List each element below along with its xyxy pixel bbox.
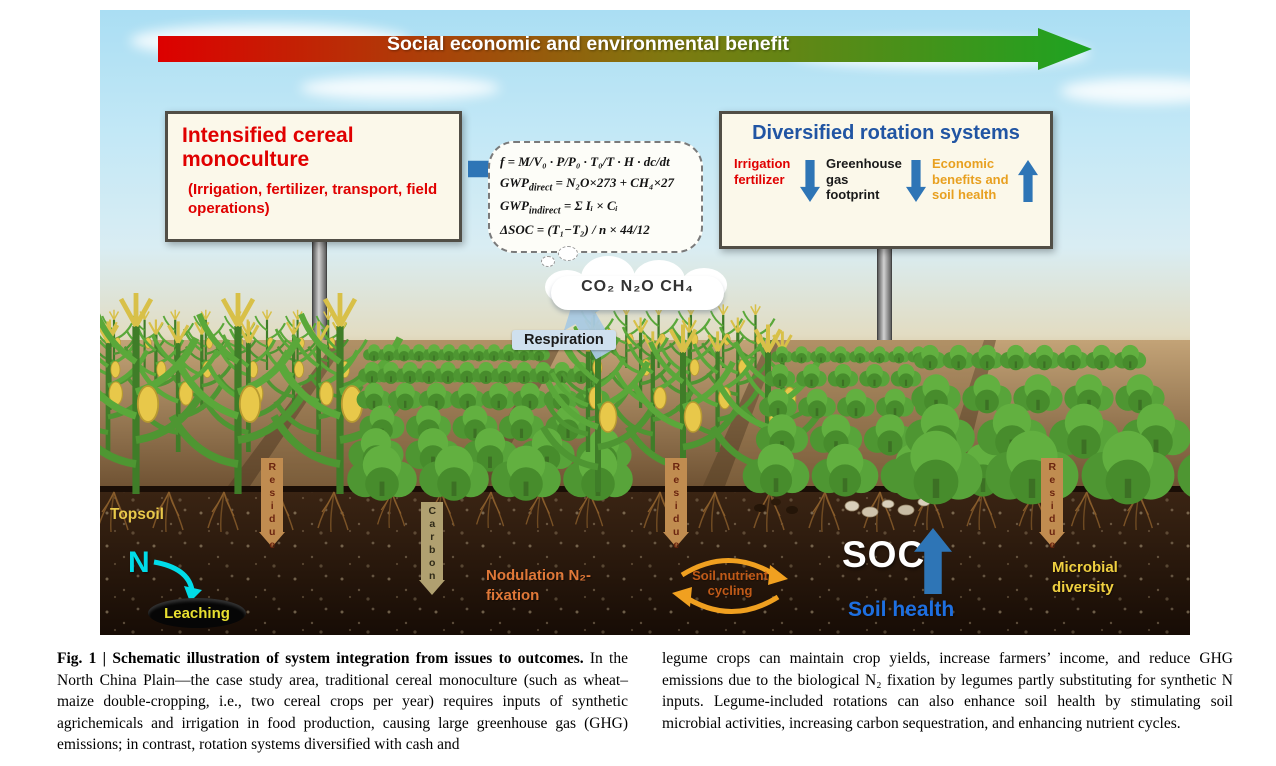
- arrow-head: [259, 532, 285, 547]
- right-sign-items: Irrigation fertilizer Greenhouse gas foo…: [732, 156, 1040, 203]
- formula-f: f = M/V₀ · P/P₀ · T₀/T · H · dc/dt: [500, 154, 670, 169]
- diversified-rotation-sign: Diversified rotation systems Irrigation …: [719, 111, 1053, 249]
- tubers: [754, 497, 931, 518]
- benefit-banner-label: Social economic and environmental benefi…: [386, 33, 789, 55]
- item-label: Irrigation fertilizer: [734, 156, 791, 187]
- caption-left-text: In the North China Plain—the case study …: [57, 650, 628, 754]
- formula-delta-soc: ΔSOC = (T₁−T₂) / n × 44/12: [500, 221, 650, 237]
- figure-illustration: Social economic and environmental benefi…: [100, 10, 1190, 635]
- caption-left-column: Fig. 1 | Schematic illustration of syste…: [57, 648, 628, 756]
- nutrient-cycling-group: Soil nutrient cycling: [666, 543, 794, 629]
- nutrient-cycling-label: Soil nutrient cycling: [692, 568, 768, 598]
- formula-gwp-direct: GWPdirect = N₂O×273 + CH₄×27: [500, 173, 691, 197]
- residue-label: Residue: [670, 461, 683, 552]
- arrow-head: [663, 532, 689, 547]
- carbon-arrow: Carbon: [419, 502, 445, 595]
- soil-health-label: Soil health: [848, 598, 955, 621]
- formula-gwp-indirect: GWPindirect = Σ Iᵢ × Cᵢ: [500, 196, 691, 220]
- thought-puff: [558, 246, 578, 261]
- residue-arrow-shaft: Residue: [1041, 458, 1063, 552]
- item-irrigation-fertilizer: Irrigation fertilizer: [734, 156, 820, 203]
- residue-arrow: Residue: [259, 458, 285, 552]
- cloud-body: [551, 276, 724, 310]
- decrease-arrow-icon: [906, 160, 926, 202]
- residue-label: Residue: [266, 461, 279, 552]
- caption-lead: Fig. 1 | Schematic illustration of syste…: [57, 650, 584, 667]
- caption-right-column: legume crops can maintain crop yields, i…: [662, 648, 1233, 756]
- decrease-arrow-icon: [800, 160, 820, 202]
- carbon-label: Carbon: [426, 505, 439, 583]
- item-label: Greenhouse gas footprint: [826, 156, 902, 203]
- formula-subscript: indirect: [528, 205, 561, 217]
- leaching-arrow-icon: [153, 559, 202, 602]
- ghg-formula-bubble: f = M/V₀ · P/P₀ · T₀/T · H · dc/dt GWPdi…: [488, 141, 703, 253]
- item-label: Economic benefits and soil health: [932, 156, 1009, 203]
- residue-arrow-shaft: Residue: [261, 458, 283, 552]
- formula-text: GWP: [500, 198, 529, 214]
- nitrogen-symbol: N: [128, 546, 150, 579]
- left-sign-subtitle: (Irrigation, fertilizer, transport, fiel…: [188, 181, 438, 218]
- soil-surface-line: [100, 486, 1190, 496]
- nodulation-label: Nodulation N₂-fixation: [486, 567, 591, 604]
- formula-text: GWP: [500, 174, 529, 190]
- benefit-banner-arrow: [158, 28, 1092, 70]
- thought-puff: [541, 256, 555, 267]
- left-sign-title: Intensified cereal monoculture: [182, 124, 354, 172]
- respiration-label: Respiration: [512, 330, 616, 350]
- arrow-head: [1039, 532, 1065, 547]
- figure-caption: Fig. 1 | Schematic illustration of syste…: [57, 648, 1233, 756]
- item-economic-soil-health: Economic benefits and soil health: [932, 156, 1038, 203]
- formula-text: = Σ Iᵢ × Cᵢ: [560, 198, 618, 214]
- leaching-label: Leaching: [164, 604, 230, 622]
- sky-cloud: [1060, 78, 1190, 104]
- cycling-arrows-icon: [672, 558, 788, 614]
- formula-text: = N₂O×273 + CH₄×27: [552, 174, 674, 190]
- right-sign-title: Diversified rotation systems: [752, 122, 1020, 144]
- carbon-arrow-shaft: Carbon: [421, 502, 443, 583]
- intensified-monoculture-sign: Intensified cereal monoculture (Irrigati…: [165, 111, 462, 242]
- leaching-disc: Leaching: [148, 598, 246, 628]
- residue-arrow-shaft: Residue: [665, 458, 687, 552]
- residue-arrow: Residue: [663, 458, 689, 552]
- residue-arrow: Residue: [1039, 458, 1065, 552]
- sky-cloud: [300, 76, 500, 100]
- topsoil-label: Topsoil: [110, 506, 164, 523]
- soc-label: SOC: [842, 534, 926, 575]
- caption-right-text: legume crops can maintain crop yields, i…: [662, 650, 1233, 732]
- residue-label: Residue: [1046, 461, 1059, 552]
- microbial-diversity-label: Microbial diversity: [1052, 559, 1118, 596]
- emission-cloud: CO₂ N₂O CH₄: [545, 256, 730, 318]
- formula-subscript: direct: [528, 182, 553, 194]
- item-ghg-footprint: Greenhouse gas footprint: [826, 156, 926, 203]
- arrow-head: [419, 580, 445, 595]
- increase-arrow-icon: [1018, 160, 1038, 202]
- emission-gases-label: CO₂ N₂O CH₄: [581, 278, 694, 295]
